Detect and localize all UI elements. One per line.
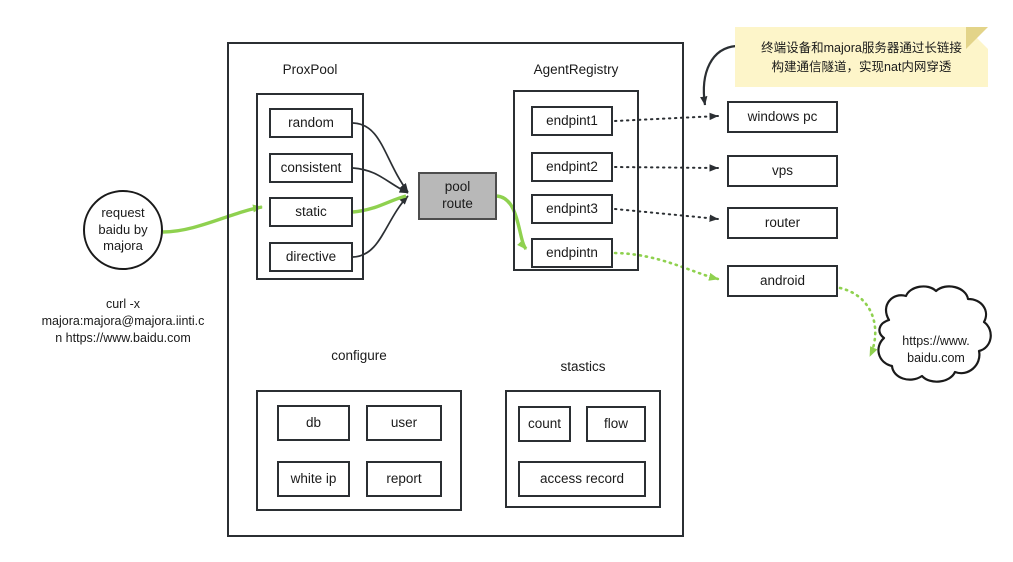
note-pointer-arrow [700,44,737,106]
configure-item-db[interactable]: db [277,405,350,441]
endpoint-endpintn[interactable]: endpintn [531,238,613,268]
strategy-directive[interactable]: directive [269,242,353,272]
stastics-title: stastics [560,359,606,374]
stastics-item-access-record[interactable]: access record [518,461,646,497]
configure-group [256,390,462,511]
proxpool-group [256,93,364,280]
client-request-circle[interactable]: request baidu by majora [83,190,163,270]
note-fold-corner [966,27,988,49]
stastics-group [505,390,661,508]
stastics-item-flow[interactable]: flow [586,406,646,442]
strategy-consistent[interactable]: consistent [269,153,353,183]
agentregistry-title: AgentRegistry [533,62,619,77]
device-vps[interactable]: vps [727,155,838,187]
configure-item-white-ip[interactable]: white ip [277,461,350,497]
strategy-random[interactable]: random [269,108,353,138]
proxpool-title: ProxPool [282,62,338,77]
device-windows-pc[interactable]: windows pc [727,101,838,133]
stastics-item-count[interactable]: count [518,406,571,442]
endpoint-endpint3[interactable]: endpint3 [531,194,613,224]
agentregistry-group [513,90,639,271]
strategy-static[interactable]: static [269,197,353,227]
configure-item-user[interactable]: user [366,405,442,441]
device-router[interactable]: router [727,207,838,239]
target-url-label: https://www. baidu.com [902,334,970,365]
configure-title: configure [331,348,387,363]
majora-server-boundary [227,42,684,537]
tunnel-note: 终端设备和majora服务器通过长链接 构建通信隧道，实现nat内网穿透 [735,27,988,87]
android-to-target-flow [838,286,878,358]
pool-route-node[interactable]: pool route [418,172,497,220]
curl-command-text: curl -x majora:majora@majora.iinti.c n h… [41,297,205,345]
configure-item-report[interactable]: report [366,461,442,497]
endpoint-endpint1[interactable]: endpint1 [531,106,613,136]
endpoint-endpint2[interactable]: endpint2 [531,152,613,182]
device-android[interactable]: android [727,265,838,297]
